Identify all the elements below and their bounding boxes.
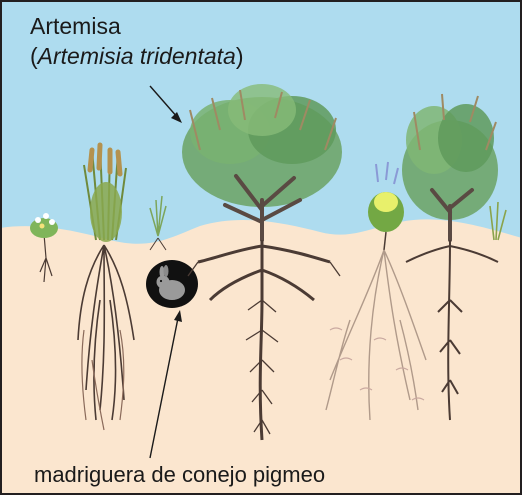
arrow-icon [149, 85, 182, 123]
seedling-plant [149, 195, 167, 251]
arrow-icon-burrow [149, 310, 182, 459]
sagebrush-plant-icon [182, 84, 342, 441]
grass-plant-icon [77, 142, 135, 431]
small-forb-left [30, 213, 58, 283]
callout-top-close-paren: ) [236, 43, 244, 69]
callout-top-scientific-name: Artemisia tridentata [36, 43, 236, 69]
callout-top-line2: (Artemisia tridentata) [30, 43, 243, 69]
forb-plant-icon [325, 161, 427, 421]
sagebrush-plant-icon-right [402, 93, 499, 421]
callout-top-line1: Artemisa [30, 13, 121, 39]
rabbit-icon [156, 265, 185, 300]
callout-bottom-label: madriguera de conejo pigmeo [34, 462, 325, 487]
callout-top-open-paren: ( [30, 43, 38, 69]
rabbit-burrow [146, 260, 198, 308]
small-grass-right [489, 201, 507, 241]
